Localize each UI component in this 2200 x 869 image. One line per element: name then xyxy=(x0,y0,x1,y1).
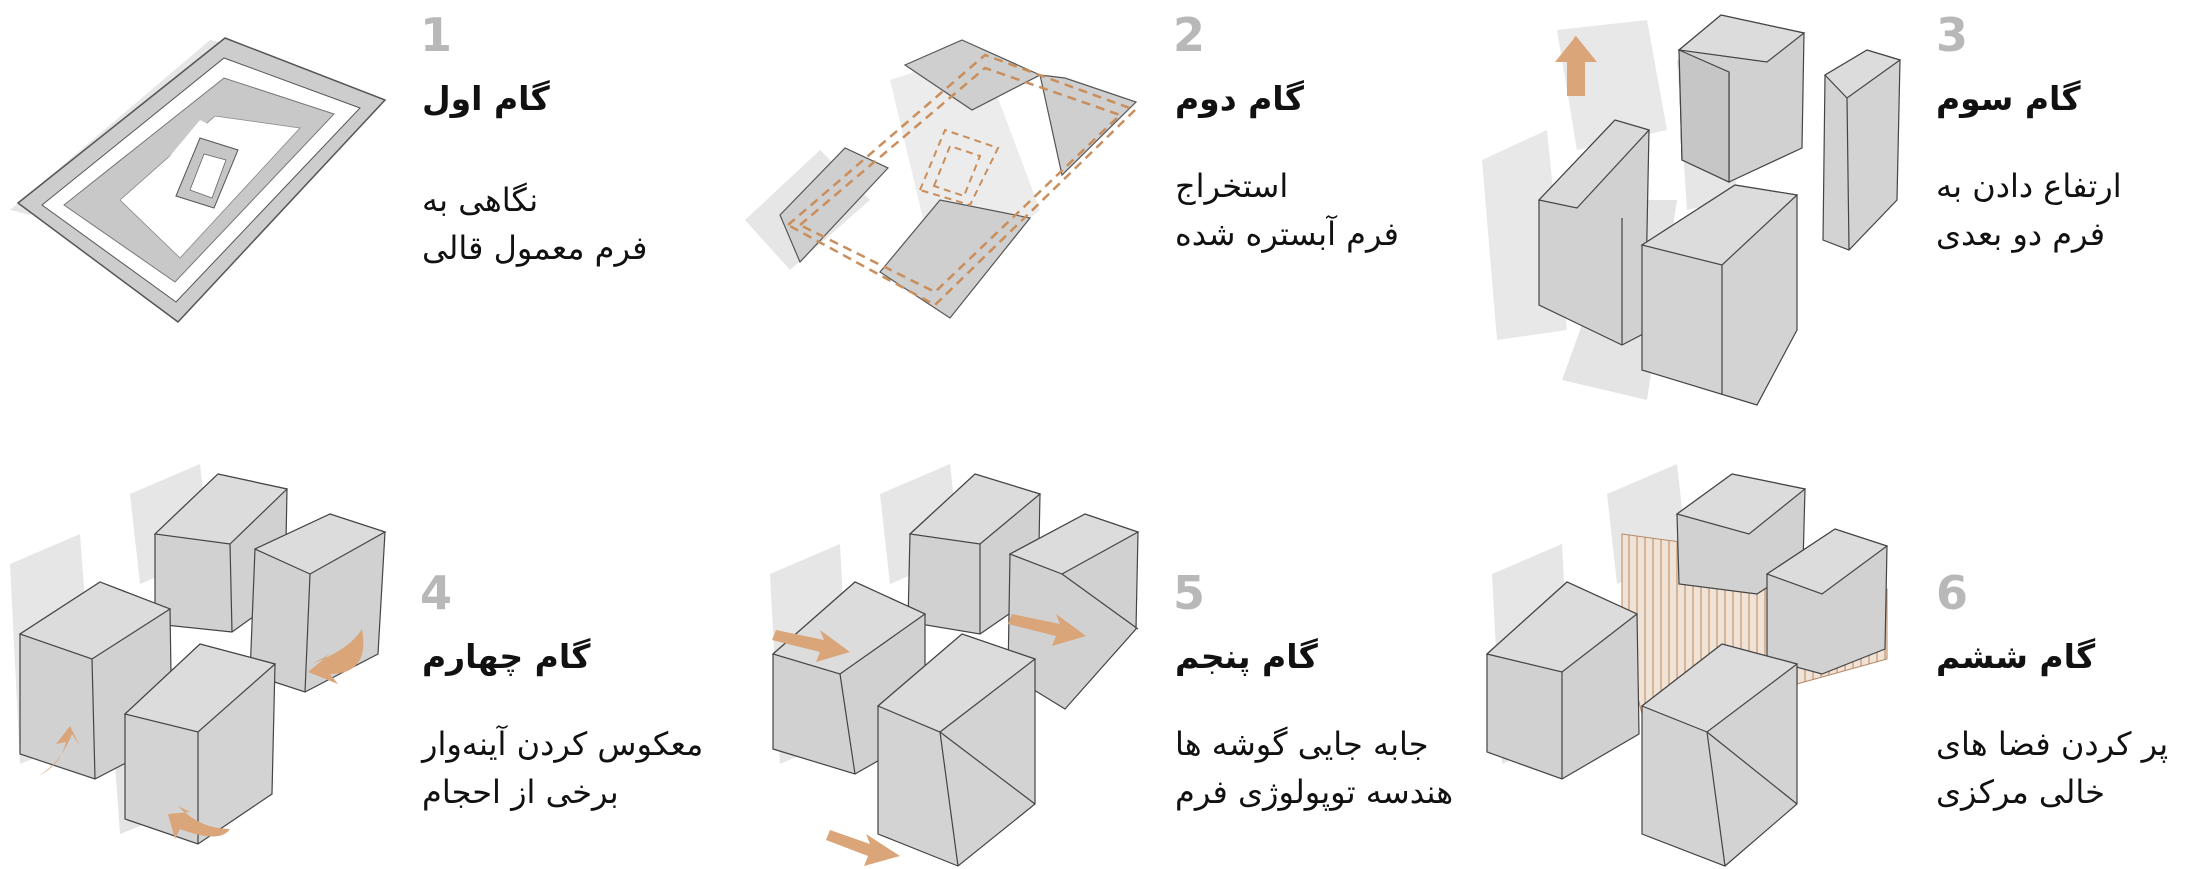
step-title: گام اول xyxy=(422,79,550,118)
description-line-2: برخی از احجام xyxy=(422,773,619,811)
step-number: 2 xyxy=(1173,8,1206,62)
description-line-1: جابه جایی گوشه ها xyxy=(1175,725,1429,763)
step-4: 4 گام چهارم معکوس کردن آینه‌وار برخی از … xyxy=(0,434,733,868)
mirroring-diagram xyxy=(10,464,387,845)
corner-shift-diagram xyxy=(770,464,1140,867)
step-description: پر کردن فضا های خالی مرکزی xyxy=(1936,720,2168,816)
step-description: جابه جایی گوشه ها هندسه توپولوژی فرم xyxy=(1175,720,1453,816)
move-arrow-icon xyxy=(772,630,850,662)
step-number: 4 xyxy=(420,566,453,620)
description-line-2: فرم دو بعدی xyxy=(1936,215,2105,253)
step-description: استخراج فرم آبستره شده xyxy=(1175,162,1399,258)
description-line-1: پر کردن فضا های xyxy=(1936,725,2169,763)
description-line-2: خالی مرکزی xyxy=(1936,773,2105,811)
description-line-2: هندسه توپولوژی فرم xyxy=(1175,773,1454,811)
step-description: ارتفاع دادن به فرم دو بعدی xyxy=(1936,162,2122,258)
carpet-diagram xyxy=(10,37,387,324)
step-description: نگاهی به فرم معمول قالی xyxy=(422,176,647,272)
step-title: گام چهارم xyxy=(422,637,591,676)
step-description: معکوس کردن آینه‌وار برخی از احجام xyxy=(422,720,703,816)
step-number: 6 xyxy=(1936,566,1969,620)
step-3: 3 گام سوم ارتفاع دادن به فرم دو بعدی xyxy=(1467,0,2200,434)
description-line-1: ارتفاع دادن به xyxy=(1936,167,2122,205)
step-number: 3 xyxy=(1936,8,1969,62)
step-number: 1 xyxy=(420,8,453,62)
move-arrow-icon xyxy=(1008,614,1086,646)
step-number: 5 xyxy=(1173,566,1206,620)
step-title: گام ششم xyxy=(1936,637,2096,676)
step-2: 2 گام دوم استخراج فرم آبستره شده xyxy=(740,0,1473,434)
step-title: گام دوم xyxy=(1175,79,1304,118)
extrusion-diagram xyxy=(1482,14,1902,406)
rotate-arrow-icon xyxy=(308,629,364,684)
step-title: گام پنجم xyxy=(1175,637,1318,676)
step-5: 5 گام پنجم جابه جایی گوشه ها هندسه توپول… xyxy=(740,434,1473,868)
description-line-1: معکوس کردن آینه‌وار xyxy=(422,725,704,763)
abstraction-diagram xyxy=(745,39,1138,319)
rotate-arrow-icon xyxy=(168,806,230,839)
description-line-2: فرم معمول قالی xyxy=(422,229,648,267)
description-line-1: استخراج xyxy=(1175,167,1289,205)
rotate-arrow-icon xyxy=(38,726,80,776)
step-6: 6 گام ششم پر کردن فضا های خالی مرکزی xyxy=(1467,434,2200,868)
description-line-1: نگاهی به xyxy=(422,181,539,219)
move-arrow-icon xyxy=(826,830,900,866)
fill-void-diagram xyxy=(1485,464,1889,867)
step-1: 1 گام اول نگاهی به فرم معمول قالی xyxy=(0,0,733,434)
step-title: گام سوم xyxy=(1936,79,2081,118)
description-line-2: فرم آبستره شده xyxy=(1175,215,1399,253)
